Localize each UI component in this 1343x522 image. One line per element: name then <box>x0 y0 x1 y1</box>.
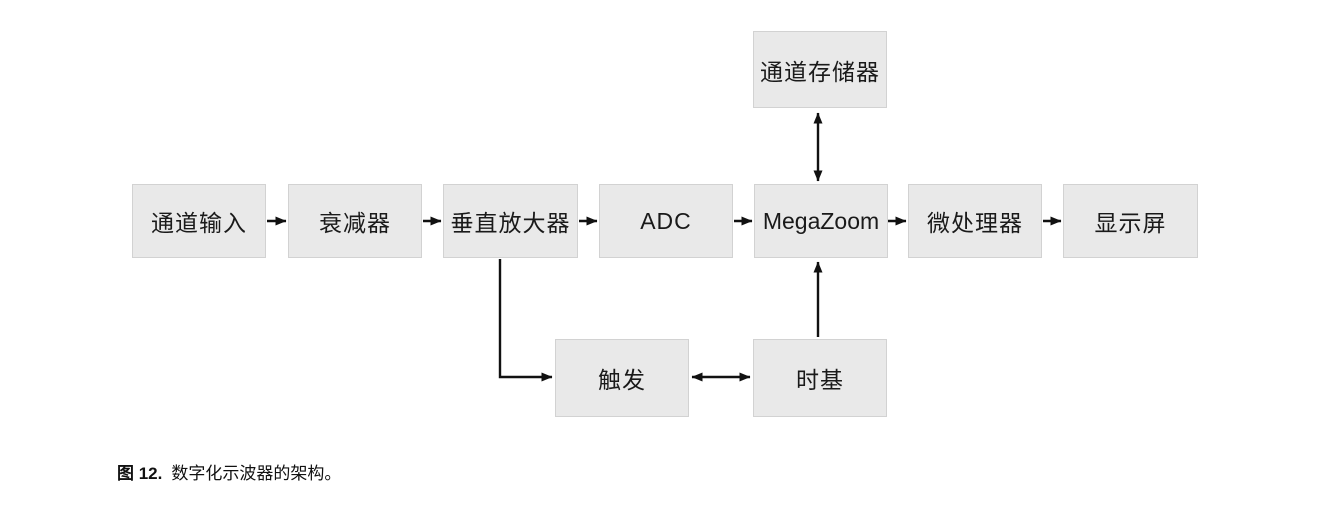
node-megazoom: MegaZoom <box>754 184 888 258</box>
figure-caption-text: 数字化示波器的架构。 <box>171 464 342 483</box>
node-microprocessor: 微处理器 <box>908 184 1042 258</box>
edge-vertical-amplifier-to-trigger <box>498 259 553 382</box>
figure-caption: 图 12. 数字化示波器的架构。 <box>117 459 341 484</box>
node-attenuator: 衰减器 <box>288 184 422 258</box>
node-display: 显示屏 <box>1063 184 1198 258</box>
node-adc: ADC <box>599 184 733 258</box>
node-channel-input: 通道输入 <box>132 184 266 258</box>
node-channel-memory: 通道存储器 <box>753 31 887 108</box>
figure-caption-number: 图 12. <box>117 464 163 483</box>
node-timebase: 时基 <box>753 339 887 417</box>
node-trigger: 触发 <box>555 339 689 417</box>
node-vertical-amplifier: 垂直放大器 <box>443 184 578 258</box>
